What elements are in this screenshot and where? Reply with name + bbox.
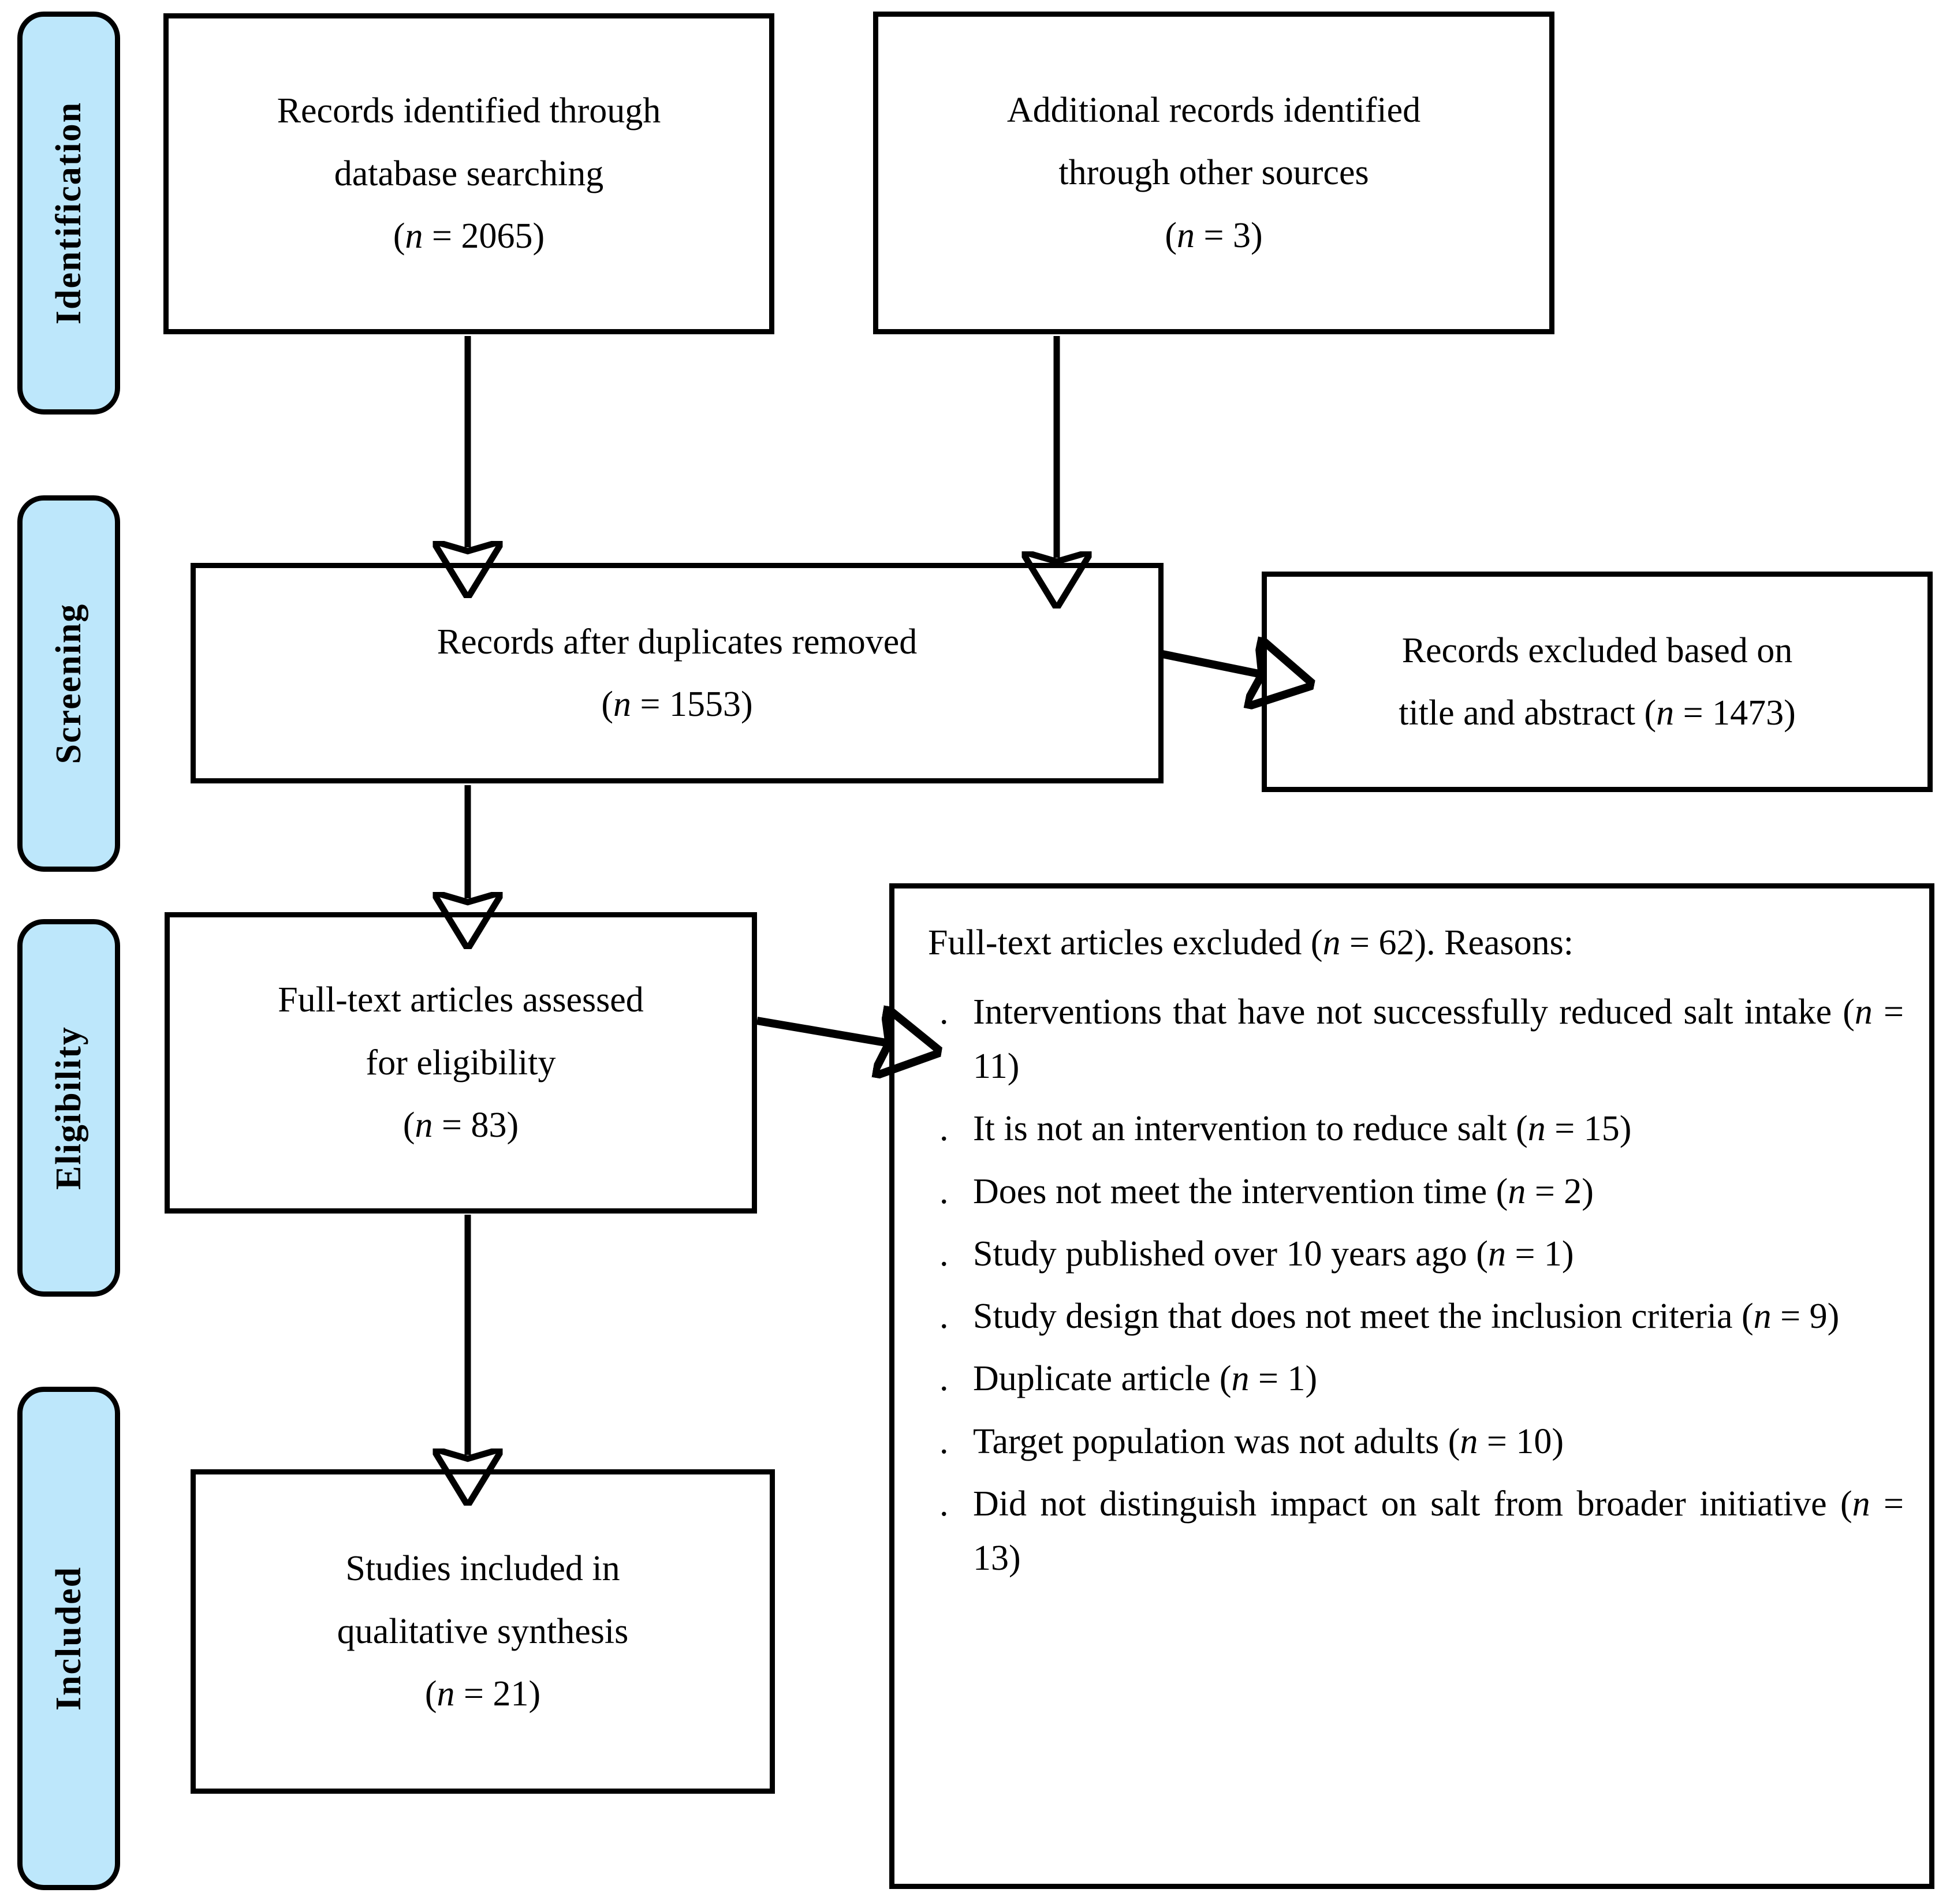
box-fulltext-excluded-reasons: Full-text articles excluded (n = 62). Re… [889,883,1934,1889]
records-excluded-line1: Records excluded based on [1401,630,1793,670]
exclusion-reason-item: .Does not meet the intervention time (n … [920,1164,1904,1219]
count-value: = 1553) [631,685,753,724]
exclusion-reason-text: Study design that does not meet the incl… [973,1297,1754,1336]
exclusion-reason-count: = 15) [1545,1109,1632,1149]
bullet-icon: . [939,1297,949,1336]
fulltext-assessed-line2: for eligibility [366,1043,556,1082]
exclusion-reason-count: = 2) [1526,1171,1594,1211]
n-italic: n [1460,1421,1478,1461]
n-italic: n [415,1106,433,1145]
box-records-excluded-title-abstract: Records excluded based on title and abst… [1262,572,1933,792]
exclusion-reason-item: . Study published over 10 years ago (n = … [920,1227,1904,1281]
bullet-icon: . [939,1109,949,1149]
stage-label-eligibility: Eligibility [17,919,120,1297]
exclusion-reason-item: . Target population was not adults (n = 1… [920,1414,1904,1469]
paren-open: ( [1165,215,1177,255]
records-identified-count: (n = 2065) [393,205,545,268]
exclusion-reason-text: Did not distinguish impact on salt from … [973,1484,1852,1524]
exclusion-reason-count: = 11) [973,992,1904,1087]
count-value: = 2065) [423,216,545,256]
count-value: = 3) [1195,215,1263,255]
box-studies-included: Studies included in qualitative synthesi… [191,1469,775,1794]
exclusion-reason-item: . Study design that does not meet the inc… [920,1289,1904,1343]
fulltext-assessed-count: (n = 83) [403,1094,519,1157]
exclusion-reason-text: It is not an intervention to reduce salt… [973,1109,1528,1149]
exclusion-reasons-list: . Interventions that have not successfull… [920,985,1904,1585]
records-excluded-line2-text: title and abstract ( [1399,693,1657,733]
exclusion-reason-text: Study published over 10 years ago ( [973,1234,1488,1274]
box-records-identified-database: Records identified through database sear… [163,13,774,334]
exclusion-reason-text: Duplicate article ( [973,1359,1232,1399]
additional-records-line2: through other sources [1058,153,1369,193]
bullet-icon: . [939,1359,949,1399]
n-italic: n [405,216,423,256]
bullet-icon: . [939,1234,949,1274]
n-italic: n [1322,923,1341,962]
exclusions-heading: Full-text articles excluded (n = 62). Re… [928,916,1904,970]
exclusion-reason-item: . Did not distinguish impact on salt from… [920,1477,1904,1585]
bullet-icon: . [939,1171,949,1211]
records-excluded-line2: title and abstract (n = 1473) [1399,682,1796,745]
n-italic: n [1854,992,1873,1032]
paren-open: ( [424,1674,437,1714]
paren-open: ( [601,685,614,724]
exclusions-heading-text-a: Full-text articles excluded ( [928,923,1323,962]
records-identified-line1: Records identified through [277,91,661,131]
additional-records-line1: Additional records identified [1006,90,1421,130]
arrow-duplicates-to-excluded [1161,654,1259,674]
records-after-duplicates-line1: Records after duplicates removed [437,622,918,662]
n-italic: n [1527,1109,1546,1149]
box-fulltext-assessed-eligibility: Full-text articles assessed for eligibil… [165,912,757,1214]
stage-label-included: Included [17,1387,120,1890]
paren-open: ( [393,216,405,256]
exclusion-reason-text: Target population was not adults ( [973,1421,1460,1461]
exclusion-reason-item: . It is not an intervention to reduce sal… [920,1102,1904,1156]
stage-label-screening: Screening [17,495,120,872]
box-additional-records-other-sources: Additional records identified through ot… [873,12,1554,334]
n-italic: n [1177,215,1195,255]
count-value: = 83) [432,1106,519,1145]
exclusion-reason-count: = 9) [1771,1297,1840,1336]
exclusion-reason-text: Interventions that have not successfully… [973,992,1855,1032]
additional-records-count: (n = 3) [1165,204,1262,267]
n-italic: n [437,1674,455,1714]
records-after-duplicates-count: (n = 1553) [601,673,752,736]
exclusion-reason-item: .Interventions that have not successfull… [920,985,1904,1093]
exclusion-reason-count: = 1) [1505,1234,1574,1274]
exclusion-reason-item: . Duplicate article (n = 1) [920,1352,1904,1406]
paren-open: ( [402,1106,415,1145]
n-italic: n [1656,693,1675,733]
n-italic: n [1508,1171,1526,1211]
studies-included-line1: Studies included in [345,1549,620,1589]
exclusion-reason-count: = 1) [1249,1359,1318,1399]
studies-included-line2: qualitative synthesis [337,1611,629,1651]
n-italic: n [1852,1484,1870,1524]
exclusion-reason-count: = 10) [1478,1421,1564,1461]
studies-included-count: (n = 21) [425,1663,540,1726]
exclusion-reason-text: Does not meet the intervention time ( [973,1171,1508,1211]
n-italic: n [1487,1234,1506,1274]
arrow-fulltext-to-excluded-reasons [756,1021,886,1043]
n-italic: n [1753,1297,1772,1336]
box-records-after-duplicates: Records after duplicates removed (n = 15… [191,563,1164,783]
bullet-icon: . [939,1484,949,1524]
n-italic: n [613,685,632,724]
records-identified-line2: database searching [334,154,604,193]
exclusions-heading-text-b: = 62). Reasons: [1340,923,1574,962]
exclusion-reason-count: = 13) [973,1484,1904,1578]
count-value: = 21) [454,1674,541,1714]
n-italic: n [1231,1359,1250,1399]
count-value: = 1473) [1674,693,1796,733]
fulltext-assessed-line1: Full-text articles assessed [278,980,644,1020]
stage-label-identification: Identification [17,12,120,415]
bullet-icon: . [939,1421,949,1461]
